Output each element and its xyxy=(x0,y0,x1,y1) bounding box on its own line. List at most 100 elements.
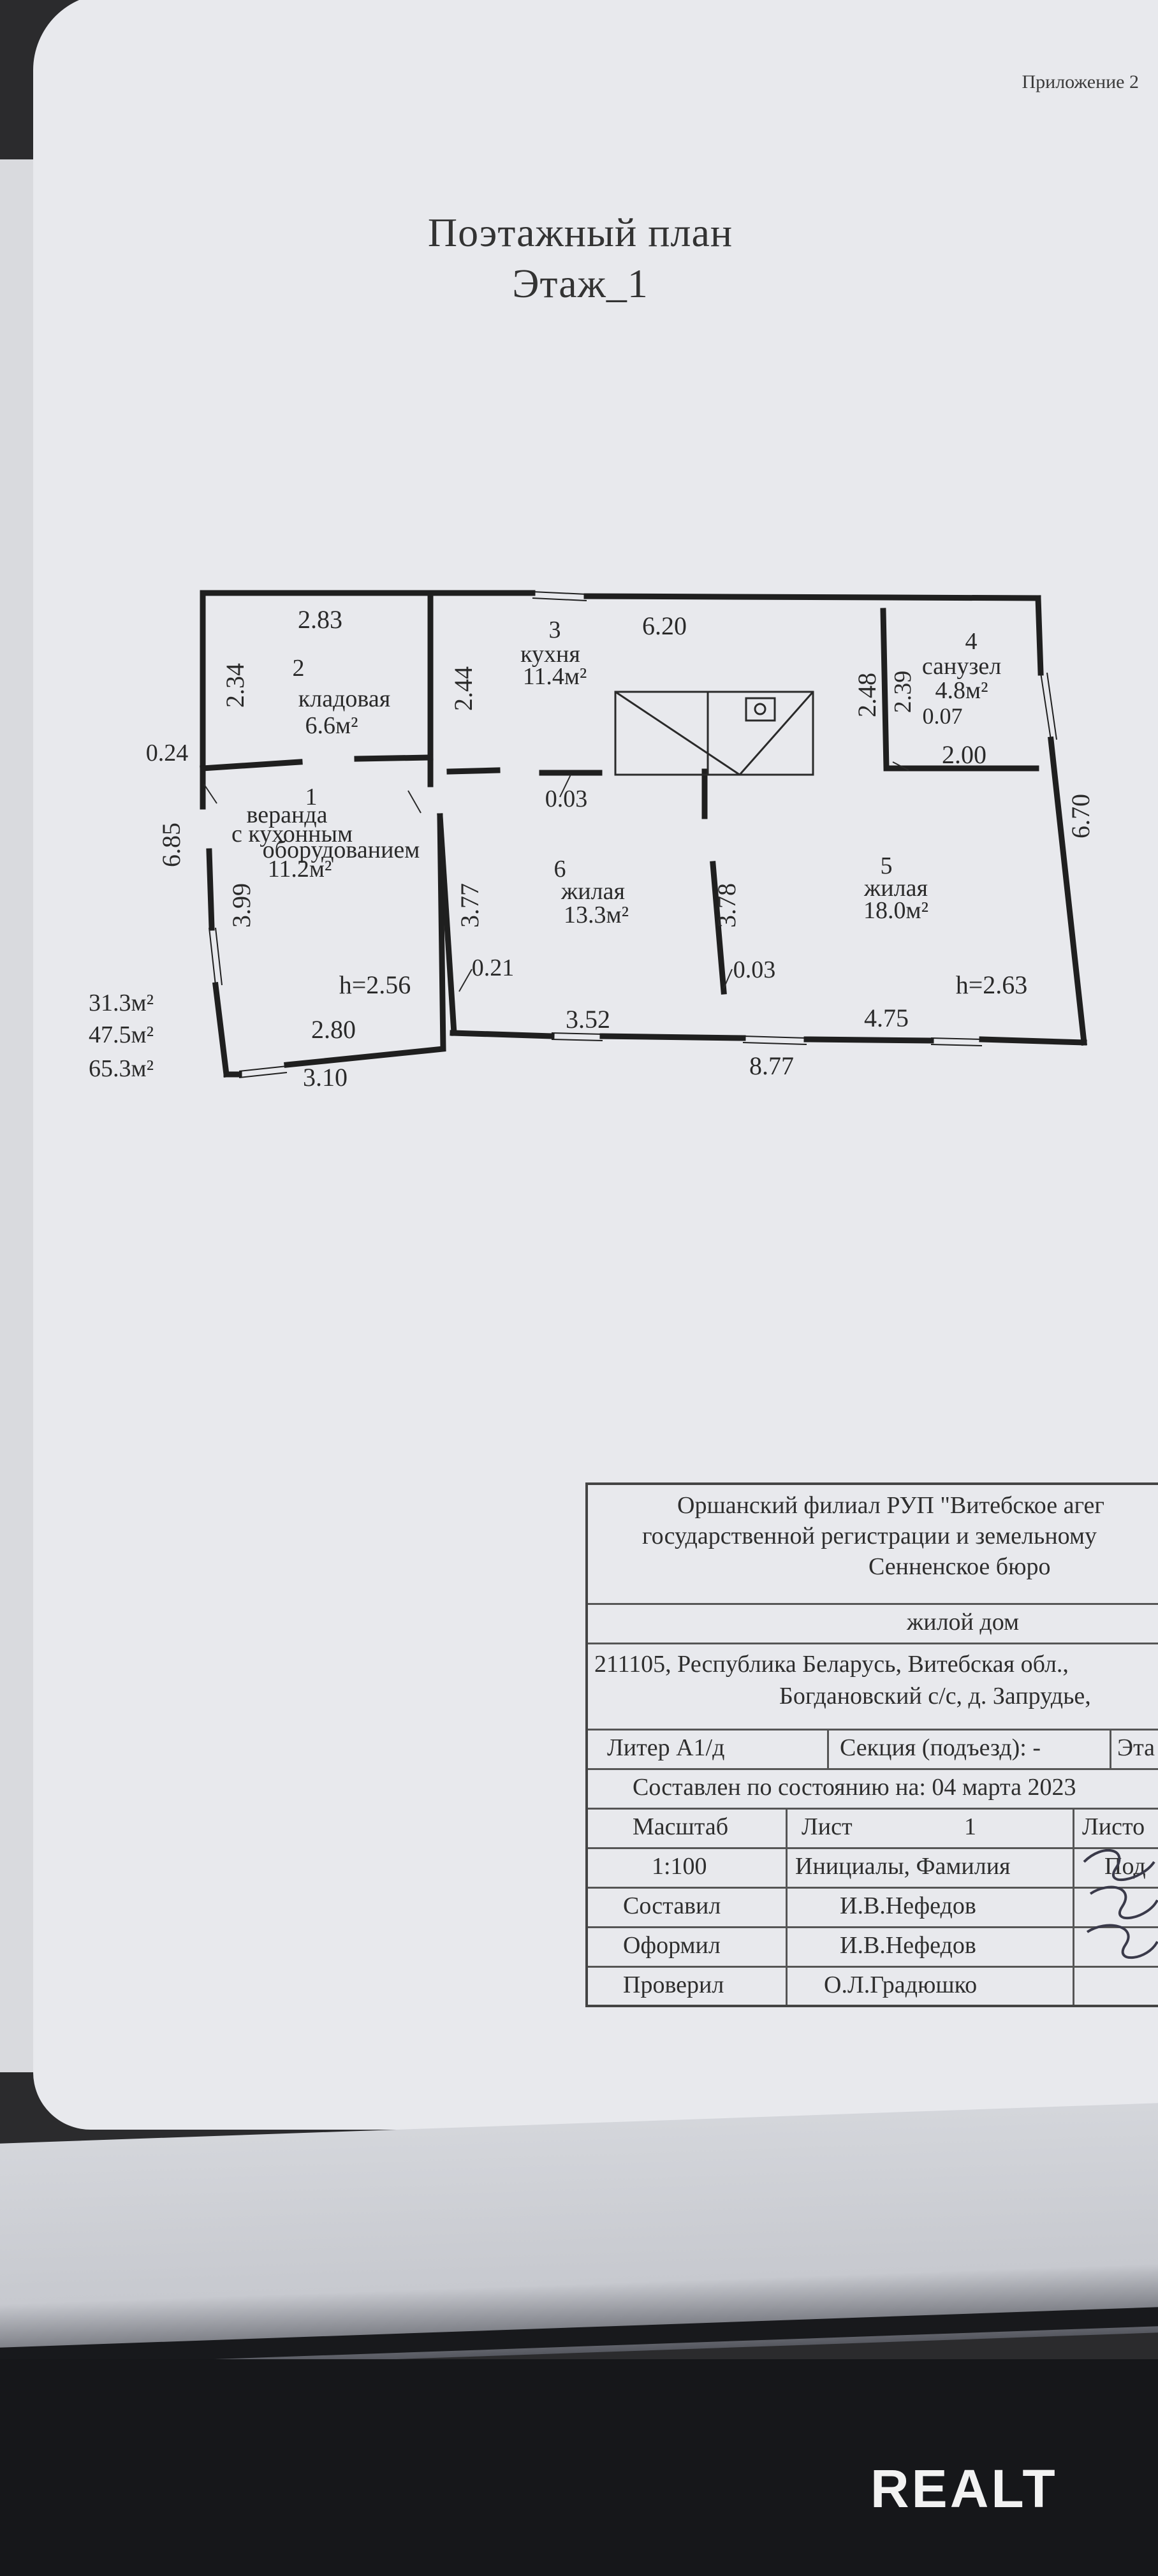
stamp-scale-row: Масштаб Лист 1 Листо xyxy=(588,1808,1158,1849)
handwritten-signature xyxy=(1083,1849,1158,1959)
dim-2-34: 2.34 xyxy=(221,663,249,708)
room-5-area: 18.0м² xyxy=(863,897,928,924)
plan-title: Поэтажный план Этаж_1 xyxy=(357,207,803,309)
room-4-num: 4 xyxy=(965,628,978,655)
stamp-r1-name: И.В.Нефедов xyxy=(840,1892,976,1919)
dim-3-99: 3.99 xyxy=(227,883,256,928)
stamp-sheet-label: Лист xyxy=(802,1813,853,1840)
total-1: 31.3м² xyxy=(89,990,154,1016)
stamp-org-l1: Оршанский филиал РУП "Витебское агег xyxy=(677,1492,1104,1519)
stamp-scale-label: Масштаб xyxy=(633,1813,729,1840)
dim-4-75: 4.75 xyxy=(864,1004,909,1032)
total-3: 65.3м² xyxy=(89,1055,154,1082)
dim-6-70: 6.70 xyxy=(1066,794,1095,838)
dim-2-44: 2.44 xyxy=(449,666,478,711)
stamp-section: Секция (подъезд): - xyxy=(840,1734,1041,1761)
room-1-name-l1: веранда xyxy=(247,801,328,828)
stamp-r2-name: И.В.Нефедов xyxy=(840,1932,976,1959)
stamp-object-row: жилой дом xyxy=(588,1603,1158,1644)
stamp-scale-value: 1:100 xyxy=(652,1853,707,1880)
stamp-liter-row: Литер А1/д Секция (подъезд): - Эта xyxy=(588,1729,1158,1770)
dim-8-77: 8.77 xyxy=(749,1051,794,1080)
dim-6-85: 6.85 xyxy=(157,823,186,867)
wall-bedroom6-left xyxy=(437,813,457,1036)
wall-partition-1 xyxy=(701,768,727,995)
stamp-header-row: 1:100 Инициалы, Фамилия Под xyxy=(588,1847,1158,1889)
wall-storage-bottom xyxy=(200,754,434,772)
stamp-r2-role: Оформил xyxy=(623,1932,721,1959)
room-3-name: кухня xyxy=(520,641,580,668)
window-bottom-2 xyxy=(742,1036,807,1045)
stamp-r1-role: Составил xyxy=(623,1892,721,1919)
room-6-num: 6 xyxy=(554,856,566,882)
floor-plan: 2 кладовая 6.6м² 3 кухня 11.4м² 4 санузе… xyxy=(89,590,1095,1092)
dim-2-48: 2.48 xyxy=(853,673,881,717)
room-4-name: санузел xyxy=(922,653,1001,680)
stamp-object: жилой дом xyxy=(907,1609,1020,1636)
room-4-area: 4.8м² xyxy=(935,677,988,704)
dim-3-77: 3.77 xyxy=(455,883,484,928)
dim-2-80: 2.80 xyxy=(311,1015,356,1044)
room-1-num: 1 xyxy=(305,784,318,810)
window-right xyxy=(1040,672,1057,740)
room-5-name: жилая xyxy=(863,875,928,902)
room-2-area: 6.6м² xyxy=(305,712,358,739)
wall-bottom xyxy=(450,1030,1087,1046)
table-surface xyxy=(0,2359,1158,2576)
dim-2-83: 2.83 xyxy=(298,605,342,634)
height-right: h=2.63 xyxy=(956,970,1028,999)
stamp-org-l2: государственной регистрации и земельному xyxy=(642,1523,1097,1549)
stamp-sheet-num: 1 xyxy=(964,1813,976,1840)
dim-0-03-a: 0.03 xyxy=(545,786,588,812)
stamp-signer-row-1: Составил И.В.Нефедов xyxy=(588,1887,1158,1928)
dim-3-78: 3.78 xyxy=(712,883,741,928)
stamp-floor-cut: Эта xyxy=(1117,1734,1155,1761)
dim-6-20: 6.20 xyxy=(642,611,687,640)
room-1-area: 11.2м² xyxy=(268,856,332,882)
stove-symbol xyxy=(614,691,814,776)
stamp-compiled-on: Составлен по состоянию на: 04 марта 2023 xyxy=(633,1774,1076,1801)
room-3-num: 3 xyxy=(549,617,561,643)
window-top xyxy=(532,591,587,601)
stamp-signer-row-2: Оформил И.В.Нефедов xyxy=(588,1926,1158,1968)
room-2-name: кладовая xyxy=(298,685,390,712)
stamp-addr-l1: 211105, Республика Беларусь, Витебская о… xyxy=(594,1651,1069,1678)
plan-floor-line: Этаж_1 xyxy=(512,261,649,306)
room-5-num: 5 xyxy=(881,853,893,879)
wall-veranda xyxy=(206,813,446,1078)
dim-0-21: 0.21 xyxy=(472,955,515,981)
height-left: h=2.56 xyxy=(339,970,411,999)
wall-bath xyxy=(880,608,1039,772)
room-2-num: 2 xyxy=(293,655,305,682)
room-3-area: 11.4м² xyxy=(523,663,587,690)
wall-right xyxy=(1035,595,1087,1046)
window-bottom-3 xyxy=(930,1037,983,1046)
dim-0-07: 0.07 xyxy=(923,703,963,729)
room-6-area: 13.3м² xyxy=(564,902,629,928)
dim-0-03-b: 0.03 xyxy=(733,956,776,983)
stamp-r3-name: О.Л.Градюшко xyxy=(824,1972,978,1998)
wall-top xyxy=(427,590,1041,601)
title-block: Оршанский филиал РУП "Витебское агег гос… xyxy=(585,1482,1158,2007)
stamp-initials-label: Инициалы, Фамилия xyxy=(795,1853,1011,1880)
window-veranda-left xyxy=(209,927,223,986)
dim-2-39: 2.39 xyxy=(890,671,916,714)
stamp-address-row: 211105, Республика Беларусь, Витебская о… xyxy=(588,1643,1158,1731)
window-bottom-1 xyxy=(551,1032,603,1041)
room-6-name: жилая xyxy=(561,878,625,905)
stamp-compiled-row: Составлен по состоянию на: 04 марта 2023 xyxy=(588,1768,1158,1810)
appendix-label: Приложение 2 xyxy=(1022,71,1139,92)
stamp-liter: Литер А1/д xyxy=(607,1734,725,1761)
watermark-logo: REALT xyxy=(870,2459,1058,2519)
wall-kitchen-bottom xyxy=(446,767,603,776)
stamp-r3-role: Проверил xyxy=(623,1972,724,1998)
stamp-addr-l2: Богдановский с/с, д. Запрудье, xyxy=(779,1683,1091,1709)
total-2: 47.5м² xyxy=(89,1021,154,1048)
window-veranda-bottom xyxy=(238,1065,288,1078)
dim-2-00: 2.00 xyxy=(942,740,986,769)
plan-title-line: Поэтажный план xyxy=(427,210,733,255)
stamp-org-row: Оршанский филиал РУП "Витебское агег гос… xyxy=(588,1485,1158,1605)
stamp-signer-row-3: Проверил О.Л.Градюшко xyxy=(588,1966,1158,2005)
room-1-name-l3: оборудованием xyxy=(263,837,420,863)
dim-3-10: 3.10 xyxy=(303,1063,348,1092)
